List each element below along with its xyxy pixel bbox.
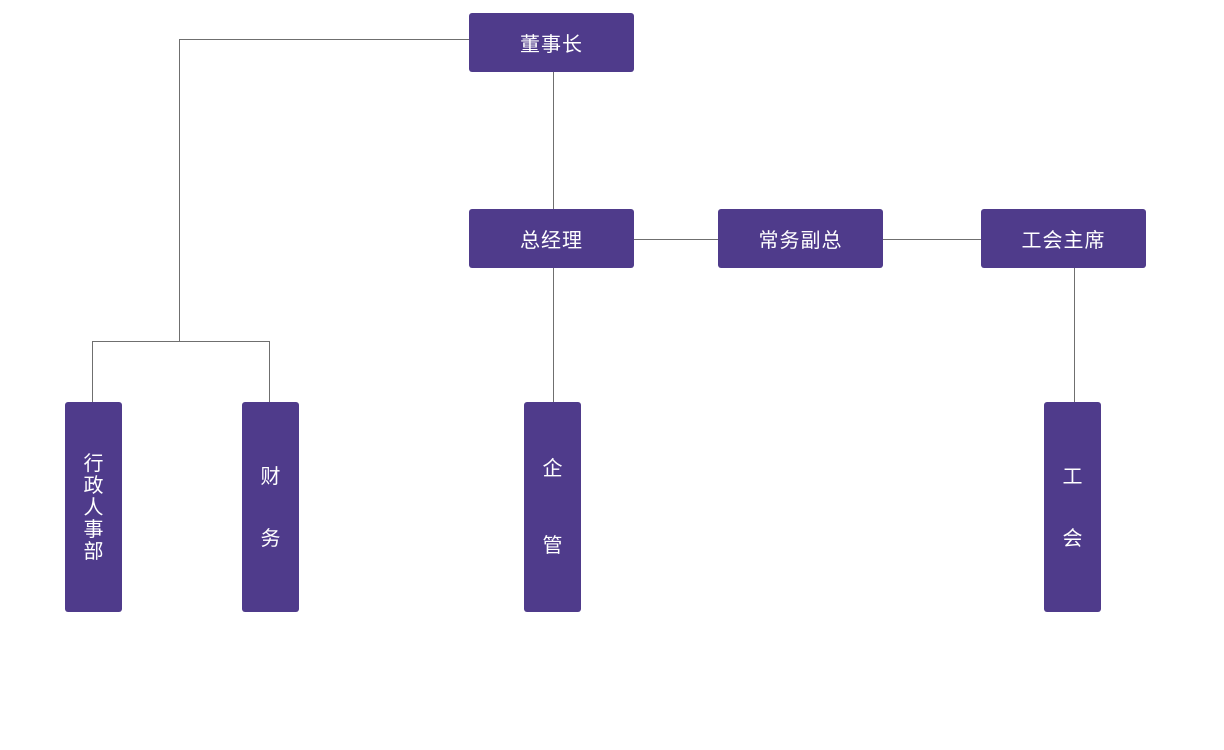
node-general-manager: 总经理 — [469, 209, 634, 268]
connector-admin-hr-drop — [92, 341, 93, 403]
node-chairman-label: 董事长 — [520, 32, 583, 56]
node-admin-hr-label: 行政人事部 — [83, 451, 104, 563]
connector-left-branch-horizontal — [92, 341, 270, 342]
node-executive-deputy: 常务副总 — [718, 209, 883, 268]
connector-chairman-left-horizontal — [179, 39, 469, 40]
node-enterprise-mgmt-label: 企管 — [542, 456, 563, 557]
connector-union-chair-to-union — [1074, 267, 1075, 403]
node-general-manager-label: 总经理 — [520, 228, 583, 252]
node-union-chair: 工会主席 — [981, 209, 1146, 268]
node-union: 工会 — [1044, 402, 1101, 612]
connector-deputy-to-union-chair — [882, 239, 982, 240]
node-finance: 财务 — [242, 402, 299, 612]
connector-chairman-to-gm — [553, 71, 554, 210]
connector-left-vertical — [179, 39, 180, 341]
connector-gm-to-enterprise-mgmt — [553, 267, 554, 403]
node-union-chair-label: 工会主席 — [1021, 228, 1106, 252]
connector-gm-to-deputy — [633, 239, 719, 240]
connector-finance-drop — [269, 341, 270, 403]
node-admin-hr: 行政人事部 — [65, 402, 122, 612]
node-union-label: 工会 — [1062, 464, 1083, 550]
node-chairman: 董事长 — [469, 13, 634, 72]
node-finance-label: 财务 — [260, 464, 281, 550]
node-executive-deputy-label: 常务副总 — [758, 228, 843, 252]
node-enterprise-mgmt: 企管 — [524, 402, 581, 612]
